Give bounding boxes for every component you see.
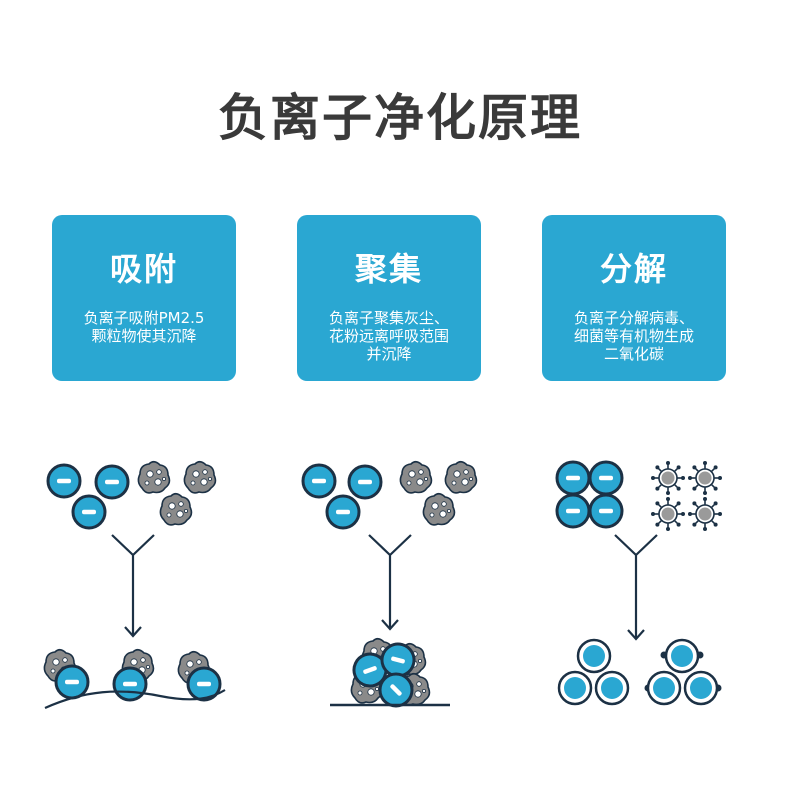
ground-line <box>44 689 226 710</box>
molecules-left <box>557 638 630 706</box>
process-diagram <box>43 460 723 715</box>
co2-molecule-icon <box>664 638 700 674</box>
negative-ion-icon <box>555 493 591 529</box>
page-title: 负离子净化原理 <box>218 89 582 147</box>
virus-icon <box>650 460 686 496</box>
card-aggregate-title: 聚集 <box>354 250 423 288</box>
co2-molecule-icon <box>683 670 719 706</box>
panel-decompose <box>555 460 723 706</box>
virus-icon <box>687 496 723 532</box>
negative-ion-icon <box>46 463 82 499</box>
co2-molecule-icon <box>576 638 612 674</box>
co2-molecule-icon <box>594 670 630 706</box>
panel-aggregate <box>301 460 478 715</box>
negative-ion-icon <box>94 464 130 500</box>
arrow-line <box>111 534 155 635</box>
negative-ion-icon <box>588 460 624 496</box>
dust-particle-icon <box>183 460 217 494</box>
arrow-line <box>614 534 658 638</box>
dust-particle-icon <box>422 492 456 526</box>
arrow-down-icon <box>627 629 645 641</box>
negative-ion-icon <box>588 493 624 529</box>
card-decompose-title: 分解 <box>599 250 668 288</box>
negative-ion-icon <box>301 463 337 499</box>
negative-ion-icon <box>555 460 591 496</box>
arrow-down-icon <box>381 619 399 631</box>
card-adsorb: 吸附 负离子吸附PM2.5 颗粒物使其沉降 <box>52 215 236 381</box>
virus-icon <box>650 496 686 532</box>
card-aggregate-desc: 负离子聚集灰尘、 花粉远离呼吸范围 并沉降 <box>328 309 449 363</box>
negative-ion-icon <box>112 666 148 702</box>
dust-particle-icon <box>399 460 433 494</box>
negative-ion-icon <box>54 664 90 700</box>
virus-icon <box>687 460 723 496</box>
dust-particle-icon <box>444 460 478 494</box>
card-adsorb-desc: 负离子吸附PM2.5 颗粒物使其沉降 <box>83 309 205 345</box>
negative-ion-icon <box>347 464 383 500</box>
negative-ion-icon <box>325 494 361 530</box>
panel-adsorb <box>43 460 226 710</box>
co2-molecule-icon <box>646 670 682 706</box>
card-adsorb-title: 吸附 <box>109 250 178 288</box>
card-decompose: 分解 负离子分解病毒、 细菌等有机物生成 二氧化碳 <box>542 215 726 381</box>
molecules-right <box>644 638 722 706</box>
co2-molecule-icon <box>557 670 593 706</box>
card-decompose-desc: 负离子分解病毒、 细菌等有机物生成 二氧化碳 <box>573 309 694 363</box>
dust-particle-icon <box>159 492 193 526</box>
arrow-line <box>368 534 412 628</box>
arrow-down-icon <box>124 626 142 638</box>
negative-ion-icon <box>71 494 107 530</box>
card-aggregate: 聚集 负离子聚集灰尘、 花粉远离呼吸范围 并沉降 <box>297 215 481 381</box>
aggregate-cluster <box>347 637 431 715</box>
dust-particle-icon <box>137 460 171 494</box>
